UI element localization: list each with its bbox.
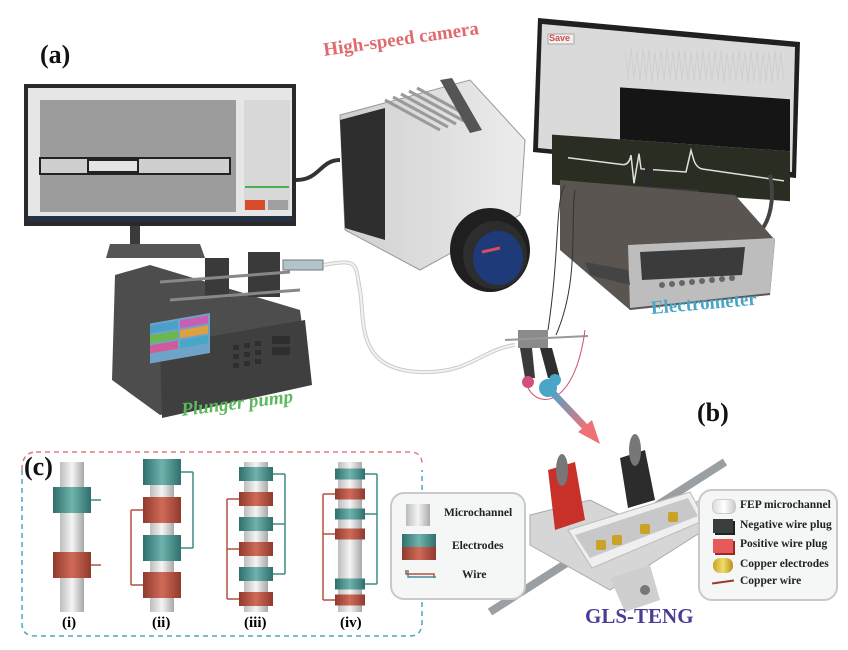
config-label: (i)	[62, 615, 77, 631]
config-label: (iv)	[340, 615, 362, 631]
camera-monitor	[24, 84, 341, 258]
configuration	[130, 459, 194, 612]
wire-icon	[405, 570, 436, 578]
electrode-red	[335, 528, 365, 540]
electrode-teal	[335, 468, 365, 480]
positive-plug-icon	[713, 539, 733, 553]
legend-label: FEP microchannel	[740, 499, 831, 511]
config-label: (iii)	[244, 615, 267, 631]
electrode-teal	[239, 517, 273, 531]
flow-arrow	[539, 379, 600, 444]
electrode-teal	[335, 508, 365, 520]
wire-red	[226, 498, 239, 600]
high-speed-camera	[339, 78, 530, 292]
legend-b: FEP microchannel Negative wire plug Posi…	[698, 489, 838, 601]
electrode-teal	[239, 567, 273, 581]
save-button-on-screen: Save	[549, 33, 571, 43]
legend-label: Microchannel	[444, 507, 513, 519]
microchannel-tube	[60, 462, 84, 612]
dashed-frame-top	[36, 451, 423, 465]
electrode-teal	[143, 535, 181, 561]
copper-wire-icon	[711, 579, 735, 585]
config-label: (ii)	[152, 615, 171, 631]
electrode-red	[143, 572, 181, 598]
label-gls-teng: GLS-TENG	[585, 604, 694, 628]
electrode-teal	[335, 578, 365, 590]
electrometer	[560, 180, 775, 310]
configuration	[53, 462, 101, 612]
legend-label: Copper electrodes	[740, 558, 829, 570]
configuration	[226, 462, 286, 612]
microchannel-icon	[406, 504, 430, 526]
electrode-red	[335, 594, 365, 606]
electrode-red	[143, 497, 181, 523]
wire-teal	[365, 473, 378, 585]
panel-label-b: (b)	[697, 398, 729, 427]
legend-label: Copper wire	[740, 575, 802, 587]
electrode-teal	[53, 487, 91, 513]
electrode-red	[335, 488, 365, 500]
electrode-configurations	[53, 459, 378, 612]
electrode-red	[239, 542, 273, 556]
electrodes-icon	[402, 534, 436, 547]
legend-label: Positive wire plug	[740, 538, 828, 550]
wire-red	[322, 493, 335, 601]
panel-label-c: (c)	[24, 452, 53, 481]
legend-label: Electrodes	[452, 540, 504, 552]
negative-plug-icon	[713, 519, 733, 533]
electrode-red	[239, 492, 273, 506]
electrode-red	[53, 552, 91, 578]
microchannel-tube	[244, 462, 268, 612]
legend-label: Negative wire plug	[740, 519, 832, 531]
plunger-pump	[112, 252, 516, 418]
copper-electrode-icon	[713, 558, 733, 573]
electrode-red	[239, 592, 273, 606]
dashed-frame-bottom	[21, 470, 423, 637]
panel-label-a: (a)	[40, 40, 71, 69]
connector-clips	[504, 184, 589, 400]
wire-red	[130, 509, 143, 586]
legend-c: Microchannel Electrodes Wire	[390, 492, 526, 600]
electrode-teal	[143, 459, 181, 485]
wire-teal	[181, 471, 194, 549]
wire-teal	[273, 473, 286, 575]
configuration	[322, 462, 378, 612]
legend-label: Wire	[462, 569, 487, 581]
gls-teng-device	[487, 434, 728, 616]
electrode-teal	[239, 467, 273, 481]
fep-microchannel-icon	[712, 499, 736, 514]
